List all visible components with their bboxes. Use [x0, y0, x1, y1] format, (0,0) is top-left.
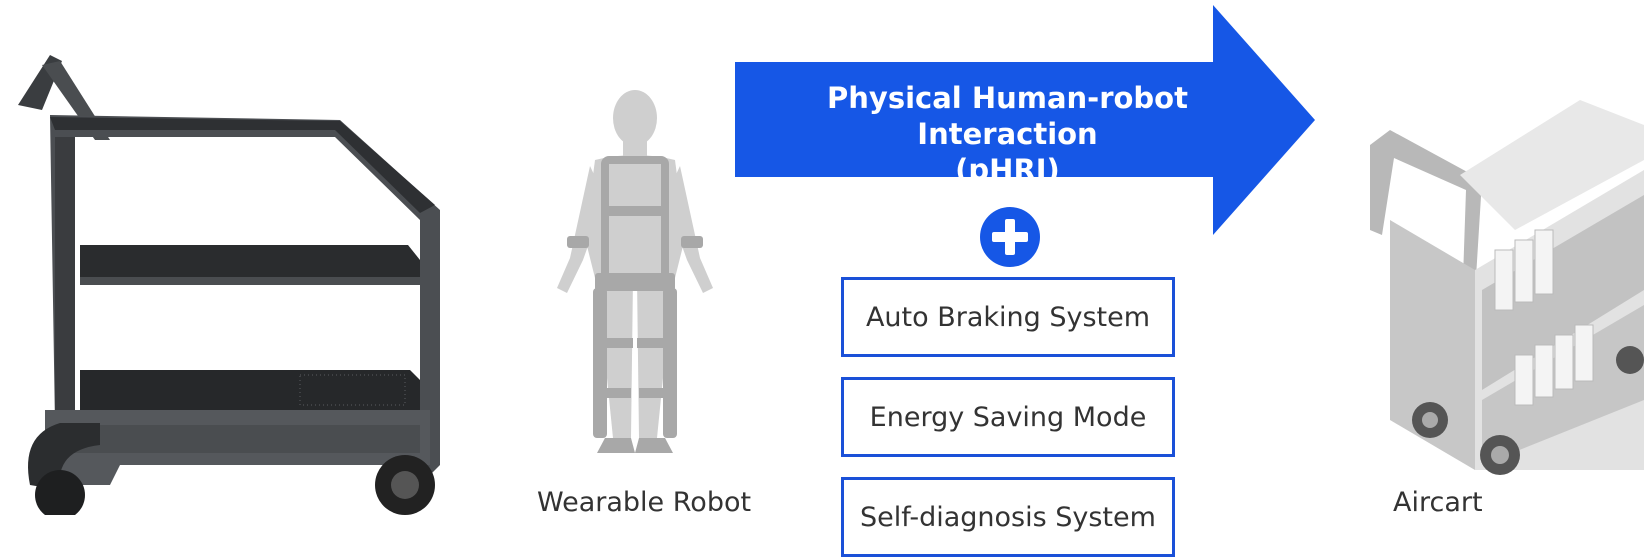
wearable-robot-caption: Wearable Robot — [537, 487, 752, 518]
aircart-caption: Aircart — [1393, 487, 1483, 518]
phri-arrow-label: Physical Human-robot Interaction (pHRI) — [750, 80, 1265, 188]
phri-arrow-line1: Physical Human-robot Interaction — [827, 81, 1188, 151]
book-cart-illustration — [1370, 100, 1644, 475]
feature-energy-saving: Energy Saving Mode — [841, 377, 1175, 457]
service-cart-illustration — [18, 55, 440, 515]
exoskeleton-figure-illustration — [557, 90, 713, 453]
phri-arrow-shape — [735, 5, 1315, 235]
feature-self-diagnosis: Self-diagnosis System — [841, 477, 1175, 557]
phri-arrow-line2: (pHRI) — [955, 153, 1060, 187]
plus-circle-icon — [980, 207, 1040, 267]
phri-arrow — [735, 5, 1315, 235]
feature-auto-braking: Auto Braking System — [841, 277, 1175, 357]
